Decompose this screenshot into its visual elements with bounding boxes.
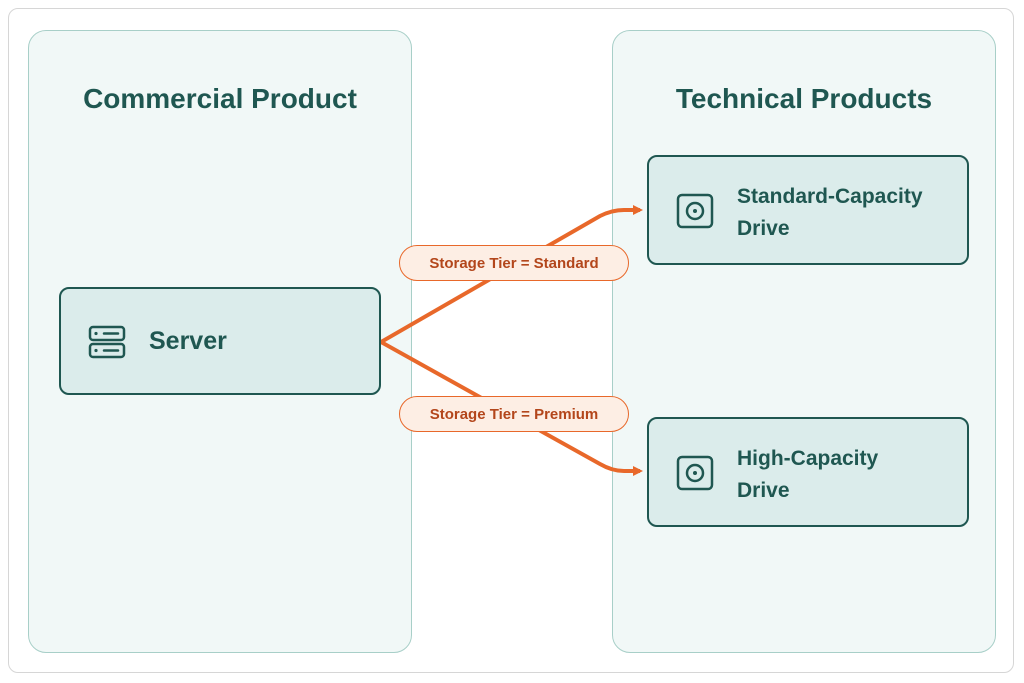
server-icon: [88, 325, 126, 359]
high-drive-label-line2: Drive: [737, 479, 790, 502]
server-label: Server: [149, 327, 227, 355]
premium-arrow: [380, 340, 643, 476]
storage-tier-premium-label: Storage Tier = Premium: [399, 396, 629, 432]
standard-capacity-drive-node[interactable]: Standard-Capacity Drive: [647, 155, 969, 265]
standard-drive-label: Standard-Capacity Drive: [737, 181, 923, 245]
high-capacity-drive-node[interactable]: High-Capacity Drive: [647, 417, 969, 527]
server-node[interactable]: Server: [59, 287, 381, 395]
standard-drive-label-line1: Standard-Capacity: [737, 185, 923, 208]
drive-icon: [676, 193, 714, 229]
technical-products-panel: Technical Products: [612, 30, 996, 653]
drive-icon: [676, 455, 714, 491]
standard-drive-label-line2: Drive: [737, 217, 790, 240]
storage-tier-standard-label: Storage Tier = Standard: [399, 245, 629, 281]
technical-products-title: Technical Products: [675, 83, 933, 114]
high-capacity-drive-label: High-Capacity Drive: [737, 443, 878, 507]
commercial-product-title: Commercial Product: [83, 83, 357, 114]
standard-arrow: [380, 205, 643, 344]
high-drive-label-line1: High-Capacity: [737, 447, 879, 470]
